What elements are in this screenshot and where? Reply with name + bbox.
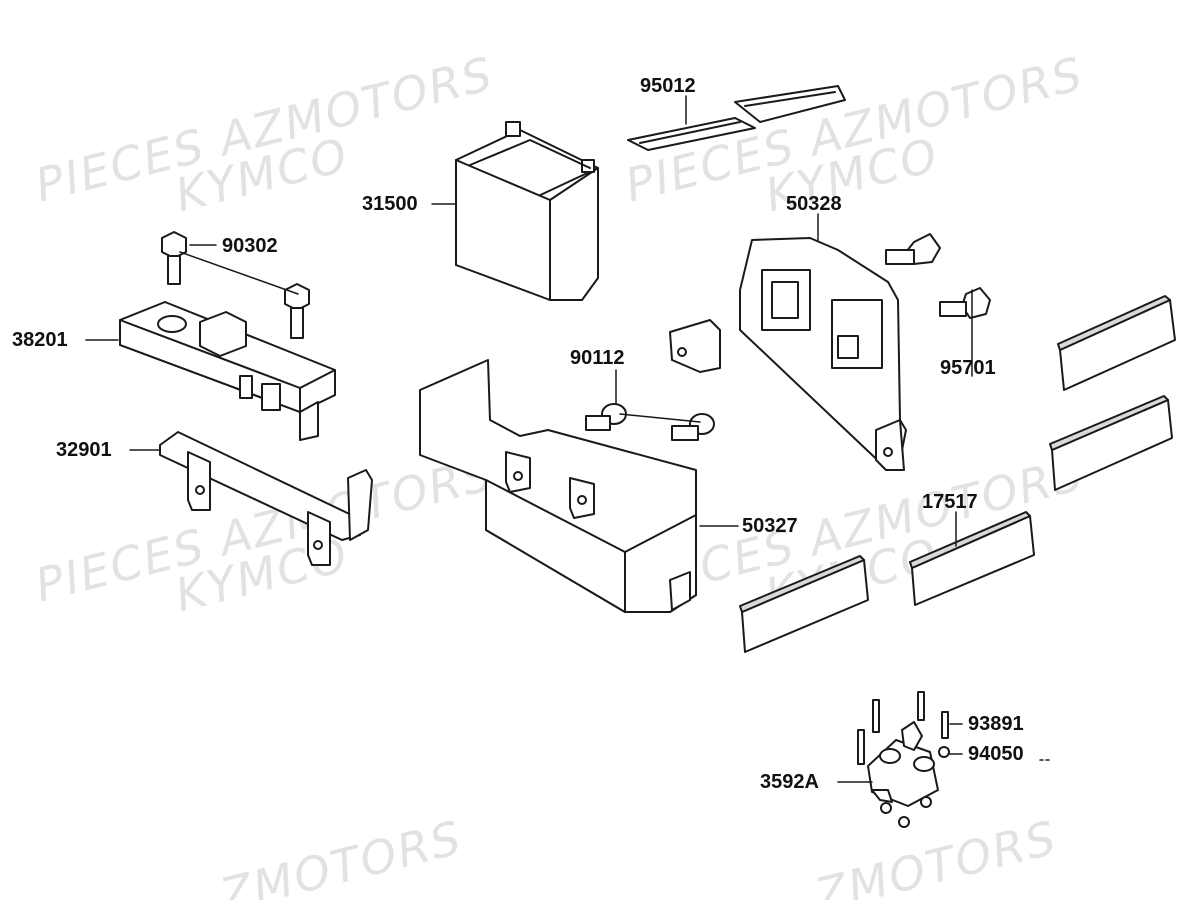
screw-50328: [885, 233, 941, 265]
bracket-50328: [669, 237, 907, 471]
screw-90112-a: [585, 403, 627, 431]
small-screws-93891: [857, 691, 949, 765]
relay-holder-38201: [119, 301, 336, 441]
small-nuts-94050: [880, 746, 950, 828]
part-label-93891: 93891: [968, 713, 1024, 735]
part-label-31500: 31500: [362, 193, 418, 215]
part-label-3592A: 3592A: [760, 771, 819, 793]
part-label-50327: 50327: [742, 515, 798, 537]
cushion-pad-4: [739, 555, 869, 653]
bolt-90302-a: [161, 231, 187, 285]
plate-32901: [159, 431, 373, 566]
part-label-95012: 95012: [640, 75, 696, 97]
part-label-90112: 90112: [570, 347, 625, 369]
battery-case-50327: [419, 359, 697, 613]
part-label-38201: 38201: [12, 329, 68, 351]
part-label-95701: 95701: [940, 357, 996, 379]
part-label-50328: 50328: [786, 193, 842, 215]
switch-assembly-3592A: [867, 721, 939, 807]
battery-31500: [455, 121, 599, 301]
battery-pad-95012: [627, 85, 846, 151]
cushion-pad-3: [909, 511, 1035, 606]
cushion-pad-2: [1049, 395, 1173, 491]
cushion-pad-1: [1057, 295, 1176, 391]
part-label-90302: 90302: [222, 235, 278, 257]
screw-90112-b: [671, 413, 715, 441]
leader-lines: [85, 95, 1053, 783]
bolt-90302-b: [284, 283, 310, 339]
part-label-94050: 94050: [968, 743, 1024, 765]
screw-95701: [939, 287, 991, 319]
part-label-17517: 17517: [922, 491, 978, 513]
part-label-32901: 32901: [56, 439, 112, 461]
